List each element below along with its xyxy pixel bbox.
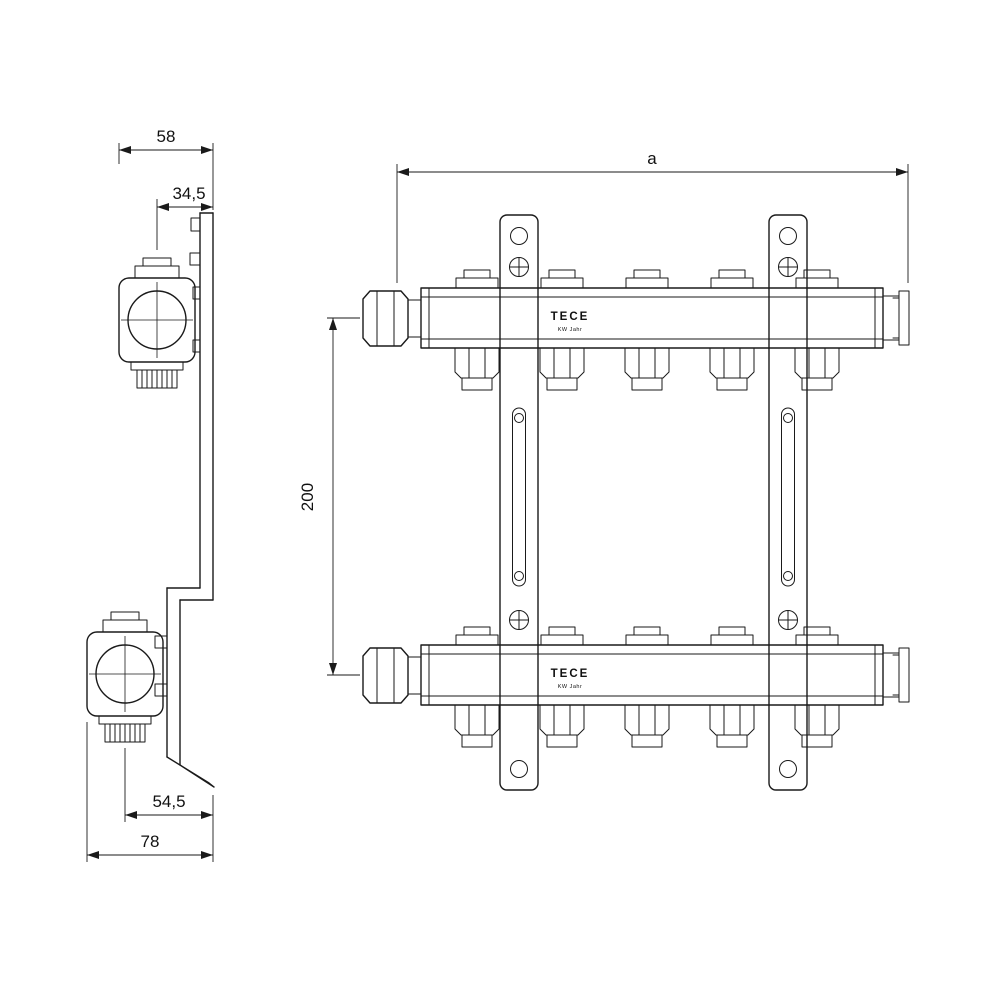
wall-bracket-profile [154,212,215,788]
brand-sub-bottom: KW Jahr [558,684,583,690]
dim-label-a: a [647,149,657,168]
dim-total-depth: 78 [86,722,214,862]
dim-top-axis-offset: 34,5 [156,184,213,250]
dim-label-54-5: 54,5 [152,792,185,811]
side-view: 58 34,5 54,5 78 [86,127,215,862]
bottom-valve-side [86,611,164,743]
dim-axis-spacing: 200 [298,317,360,676]
dim-label-58: 58 [157,127,176,146]
dim-bracket-depth: 58 [118,127,214,210]
brand-label-bottom: TECE [551,668,590,680]
brand-label-top: TECE [551,311,590,323]
dim-label-78: 78 [141,832,160,851]
mounting-bracket-right [768,214,808,791]
top-valve-side [118,257,196,389]
dim-label-34-5: 34,5 [172,184,205,203]
front-view: TECE KW Jahr TECE KW Jahr a 200 [298,149,909,791]
brand-sub-top: KW Jahr [558,327,583,333]
dim-label-200: 200 [298,483,317,511]
manifold-bar-top [363,270,909,390]
dim-manifold-length: a [396,149,909,283]
dim-bottom-outlet-offset: 54,5 [124,748,213,822]
manifold-bar-bottom [363,627,909,747]
mounting-bracket-left [499,214,539,791]
